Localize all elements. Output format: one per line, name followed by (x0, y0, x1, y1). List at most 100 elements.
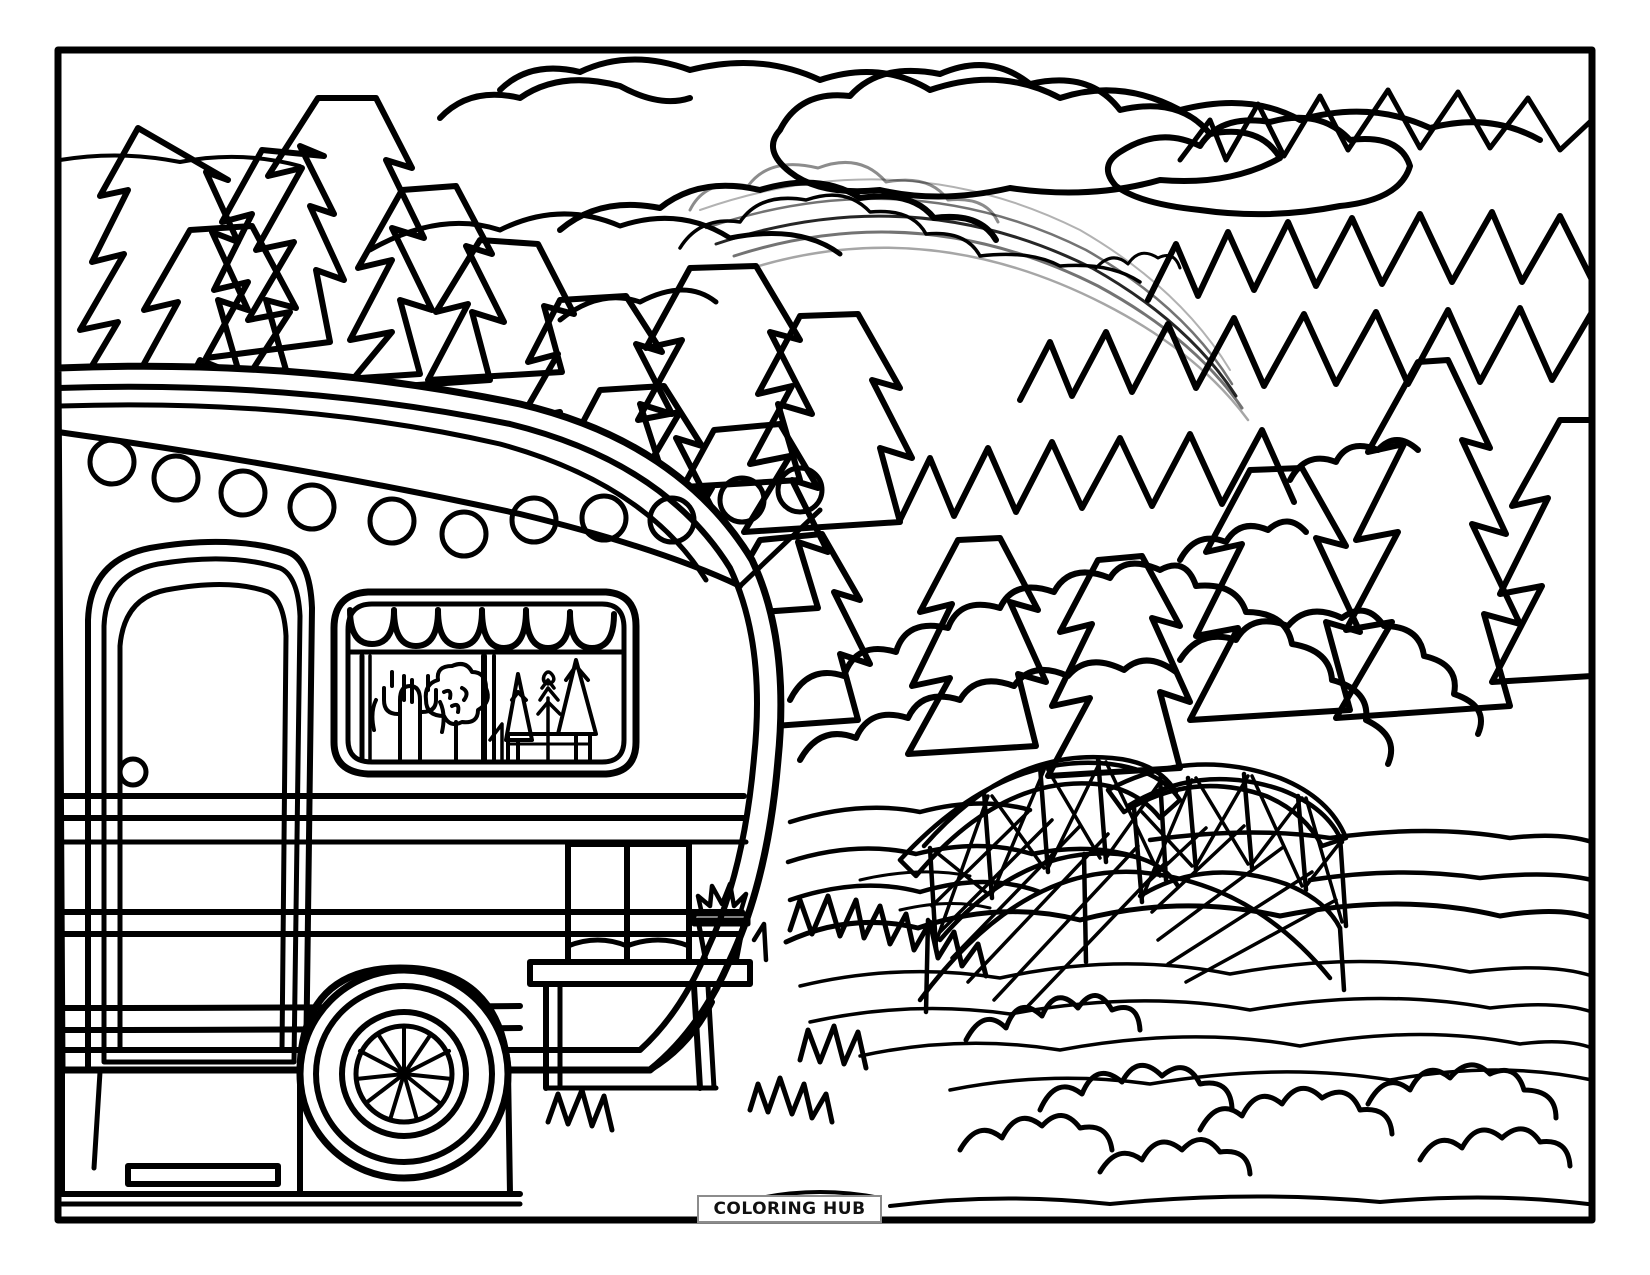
camper-trailer (54, 362, 825, 1207)
shrub-right-2 (1365, 1062, 1559, 1121)
river-line-1 (798, 959, 1594, 988)
grass-tuft-left (787, 893, 989, 979)
trailer-door-inner (117, 581, 289, 1053)
watermark-badge: COLORING HUB (697, 1195, 882, 1223)
book-right-page (624, 841, 692, 965)
plant-pot-rim (691, 911, 751, 927)
window-small-tree (536, 670, 562, 764)
pine-forest-right (897, 87, 1595, 779)
light-bulb (151, 453, 201, 503)
trailer-wheel (296, 964, 513, 1197)
trailer-door-knob (117, 756, 149, 788)
trailer-skirt-edge (91, 1069, 103, 1171)
pine-tree-4 (239, 95, 435, 389)
window-pines (504, 658, 598, 764)
hill-right-2 (1307, 870, 1595, 883)
river-line-3 (858, 1032, 1594, 1058)
cloud-upper-left (437, 77, 693, 121)
trailer-nose-curve (647, 999, 715, 1073)
foliage-small-top (1287, 437, 1421, 483)
bridge-leg-right (1337, 925, 1347, 993)
ground-bottom-line-2 (888, 1194, 1590, 1208)
grass-tuft-mid (797, 1023, 869, 1071)
cloud-far-left (58, 153, 302, 168)
pine-tree-c5 (669, 421, 831, 621)
foliage-small-mid (1177, 518, 1309, 563)
light-bulb (775, 465, 825, 515)
shrub-bottom-2 (1097, 1137, 1253, 1177)
light-bulb (717, 475, 767, 525)
cloud-group (58, 56, 1543, 284)
pine-tree-r-med3 (905, 535, 1049, 757)
table-top (527, 959, 753, 987)
pine-tree-6 (425, 237, 577, 383)
table-small-item (751, 921, 769, 963)
pine-tree-5 (341, 183, 507, 393)
window-frame-inner (345, 601, 627, 765)
wheel-tire-inner (313, 983, 495, 1165)
shrub-mid-2 (1037, 1063, 1235, 1113)
ridge-left (367, 211, 843, 257)
pine-tree-r-edge (1489, 417, 1595, 685)
foliage-ridge-3 (1177, 607, 1484, 737)
trailer-door (85, 538, 315, 1073)
plant-leaves (695, 881, 749, 917)
trailer-vent (125, 1163, 281, 1187)
trailer-body-inner (55, 383, 760, 1053)
skyline-right-low (897, 427, 1297, 523)
window-corner-shape (488, 722, 504, 764)
trailer-skirt (59, 1069, 523, 1197)
potted-plant (691, 881, 751, 965)
book-page-curve-right (624, 937, 692, 949)
book-page-curve-left (565, 937, 630, 949)
bridge-rail-right-bottom (1137, 870, 1343, 931)
trailer-door-mid (101, 556, 303, 1065)
pine-tree-r-big (1333, 357, 1523, 721)
bridge-rail-right-top (1125, 776, 1345, 845)
watermark-label: COLORING HUB (713, 1198, 866, 1219)
light-bulb (579, 493, 629, 543)
river-line-2 (808, 996, 1594, 1024)
rainbow-band-1 (699, 178, 1231, 371)
wheel-spokes (354, 1024, 454, 1122)
skyline-right-near (1017, 305, 1595, 403)
string-lights (55, 429, 825, 589)
foliage-ridge-1 (787, 560, 1395, 767)
river-ripple-2 (898, 902, 992, 912)
foliage-ridge-2 (797, 657, 1179, 763)
light-bulb (87, 437, 137, 487)
window-table (506, 732, 592, 764)
shrub-right-1 (1197, 1086, 1395, 1137)
light-bulb (647, 495, 697, 545)
cloud-large-right (769, 62, 1283, 200)
skyline-right-mid (1145, 209, 1595, 303)
shrub-bottom-1 (957, 1113, 1115, 1153)
window-valance (347, 607, 625, 655)
grass-tuft-bottom-left (747, 1075, 835, 1125)
bridge-rail-left-top (921, 754, 1179, 849)
trailer-door-outer (85, 538, 315, 1073)
window-frame-outer (330, 588, 640, 778)
light-bulb (439, 509, 489, 559)
pine-tree-r-med1 (1187, 465, 1363, 723)
string-light-wire-2 (737, 507, 823, 589)
ridge-left-2 (557, 287, 719, 323)
bridge-leg-left (923, 917, 931, 1015)
pine-forest-left (71, 95, 843, 399)
table-leg-right (691, 983, 703, 1091)
bridge-underarch (917, 869, 1333, 1003)
wheel-rim-outer (339, 1009, 469, 1139)
open-book (565, 841, 692, 965)
light-bulb (367, 496, 417, 546)
rainbow-band-4 (732, 230, 1244, 410)
light-bulb (287, 482, 337, 532)
shrub-right-3 (1417, 1126, 1573, 1169)
trailer-window (330, 588, 640, 778)
bridge-leg-mid (1081, 851, 1089, 965)
window-bush-tree (423, 662, 490, 764)
riverbank-top (783, 901, 1595, 945)
cloud-top (497, 56, 1543, 143)
light-bulb (509, 495, 559, 545)
